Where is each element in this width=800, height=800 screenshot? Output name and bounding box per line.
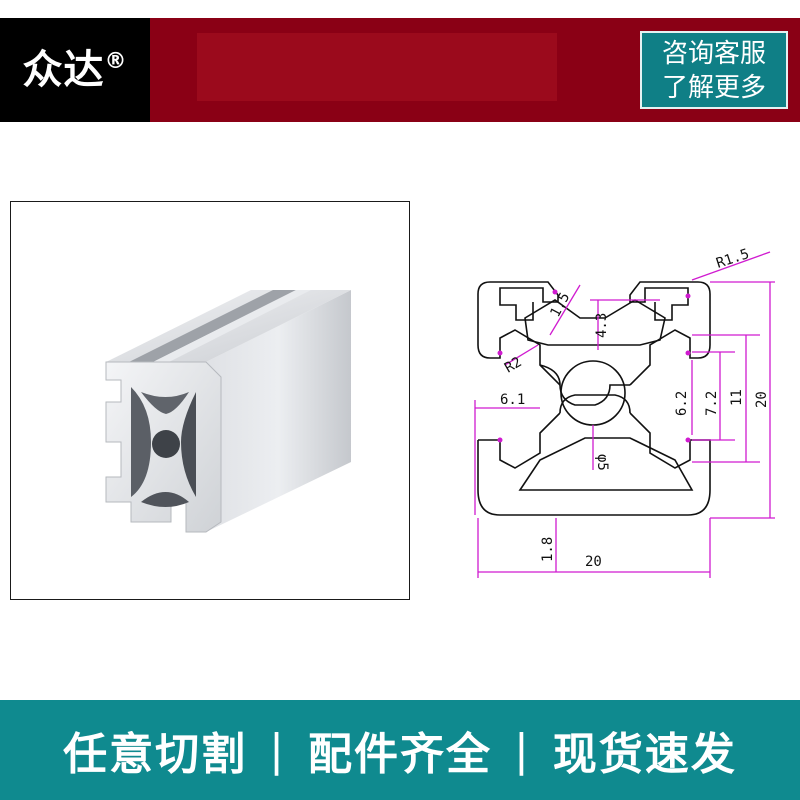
footer-slogans: 任意切割 | 配件齐全 | 现货速发 <box>0 700 800 800</box>
dim-4-3: 4.3 <box>594 313 610 338</box>
dim-20-vertical: 20 <box>754 391 770 408</box>
slogan-fast-shipping: 现货速发 <box>552 729 737 780</box>
brand-name: 众达 <box>22 47 105 93</box>
dim-r2: R2 <box>502 354 525 376</box>
dim-phi-5: φ5 <box>594 454 610 471</box>
technical-drawing: R1.5 1.5 4.3 R2 6.1 6.2 7.2 11 20 φ5 1.8… <box>430 170 790 600</box>
brand-logo[interactable]: 众达® <box>0 18 150 122</box>
aluminum-profile-image <box>105 290 351 533</box>
dim-6-1: 6.1 <box>500 392 525 408</box>
dim-7-2: 7.2 <box>704 391 720 416</box>
dim-1-8: 1.8 <box>540 537 556 562</box>
dim-20-horizontal: 20 <box>585 554 602 570</box>
dim-6-2: 6.2 <box>674 391 690 416</box>
header: 众达® 咨询客服 了解更多 <box>0 0 800 122</box>
point-markers <box>497 289 691 443</box>
dimension-lines <box>474 251 775 578</box>
slogan-cut-to-size: 任意切割 <box>63 729 248 780</box>
slogan-accessories: 配件齐全 <box>308 729 492 780</box>
slogan-separator: | <box>514 724 531 776</box>
cta-line-1: 咨询客服 <box>661 39 766 69</box>
customer-service-button[interactable]: 咨询客服 了解更多 <box>640 31 788 109</box>
footer-banner: 任意切割 | 配件齐全 | 现货速发 <box>0 700 800 800</box>
banner-block <box>197 33 557 101</box>
dim-1-5: 1.5 <box>547 290 573 320</box>
dim-11: 11 <box>729 389 745 406</box>
center-bore <box>560 360 626 426</box>
slogan-separator: | <box>269 724 286 776</box>
dim-r1-5: R1.5 <box>714 246 751 272</box>
product-photo <box>10 201 410 600</box>
registered-mark: ® <box>104 49 128 74</box>
profile-dimension-drawing: R1.5 1.5 4.3 R2 6.1 6.2 7.2 11 20 φ5 1.8… <box>474 246 775 578</box>
cta-line-2: 了解更多 <box>661 73 766 103</box>
profile-outline <box>477 281 711 516</box>
